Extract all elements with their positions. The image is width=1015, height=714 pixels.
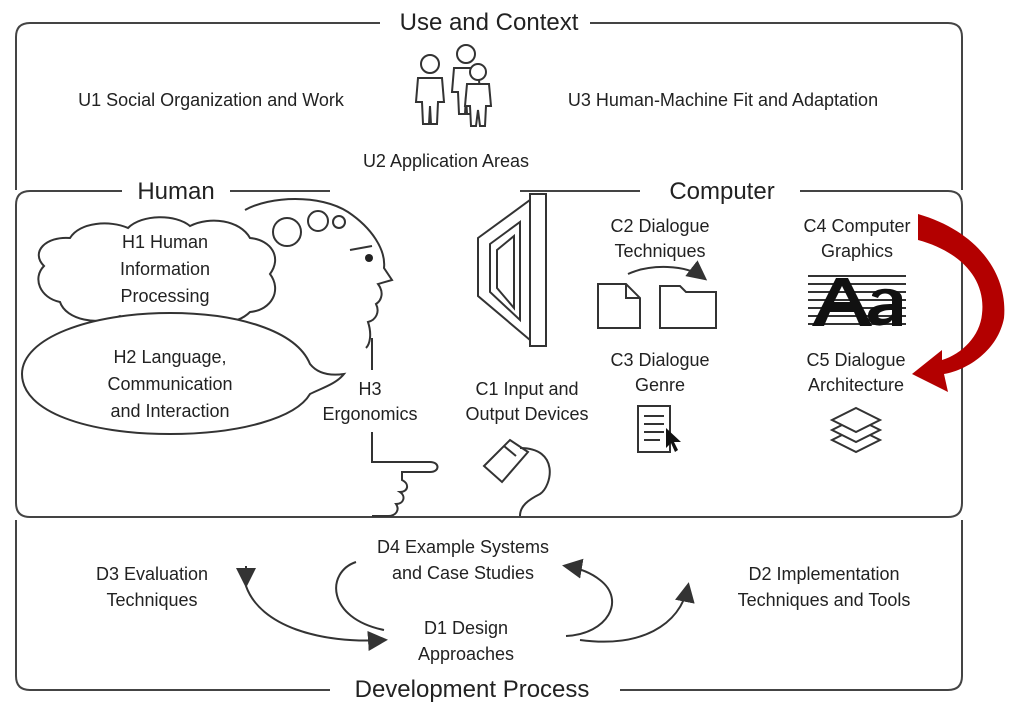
human-computer-frame xyxy=(15,190,963,518)
document-icon xyxy=(637,405,681,453)
use-context-frame xyxy=(15,22,963,190)
label-d1-line2: Approaches xyxy=(418,644,514,664)
label-c1-line1: C1 Input and xyxy=(475,379,578,399)
label-d1-line1: D1 Design xyxy=(424,618,508,638)
mouse-icon xyxy=(482,438,551,517)
arrow-d3-to-d1 xyxy=(245,585,388,651)
layers-icon xyxy=(829,406,883,454)
label-d4-line2: and Case Studies xyxy=(392,563,534,583)
h1-cloud xyxy=(37,216,277,326)
section-title-development: Development Process xyxy=(355,676,590,703)
label-h3-line1: H3 xyxy=(358,379,381,399)
people-icon xyxy=(414,44,493,127)
label-u1: U1 Social Organization and Work xyxy=(78,90,345,110)
label-c1-line2: Output Devices xyxy=(465,404,588,424)
label-c5-line2: Architecture xyxy=(808,375,904,395)
label-h1-line3: Processing xyxy=(120,286,209,306)
label-c4-line2: Graphics xyxy=(821,241,893,261)
label-c2-line2: Techniques xyxy=(614,241,705,261)
graphics-icon xyxy=(808,275,906,326)
hand-icon xyxy=(371,338,439,517)
label-d2-line1: D2 Implementation xyxy=(748,564,899,584)
label-c3-line1: C3 Dialogue xyxy=(610,350,709,370)
section-title-use: Use and Context xyxy=(400,9,579,36)
label-c2-line1: C2 Dialogue xyxy=(610,216,709,236)
label-c3-line2: Genre xyxy=(635,375,685,395)
label-h2-line2: Communication xyxy=(107,374,232,394)
label-h3-line2: Ergonomics xyxy=(322,404,417,424)
label-h1-line2: Information xyxy=(120,259,210,279)
label-h2-line1: H2 Language, xyxy=(113,347,226,367)
label-d3-line2: Techniques xyxy=(106,590,197,610)
label-h2-line3: and Interaction xyxy=(110,401,229,421)
label-c4-line1: C4 Computer xyxy=(803,216,910,236)
monitor-icon xyxy=(477,193,547,347)
label-u2: U2 Application Areas xyxy=(363,151,529,171)
label-d2-line2: Techniques and Tools xyxy=(738,590,911,610)
section-title-human: Human xyxy=(137,178,214,205)
highlight-arrow xyxy=(912,214,1005,392)
arrow-d1-to-d4 xyxy=(335,561,385,631)
section-title-computer: Computer xyxy=(669,178,774,205)
label-h1-line1: H1 Human xyxy=(122,232,208,252)
files-icon xyxy=(597,260,717,329)
label-c5-line1: C5 Dialogue xyxy=(806,350,905,370)
label-d3-line1: D3 Evaluation xyxy=(96,564,208,584)
head-icon xyxy=(244,198,394,349)
development-frame xyxy=(15,520,963,691)
h2-speech-bubble xyxy=(20,311,347,436)
development-cycle-arrows xyxy=(236,558,695,651)
arrow-d1-to-d2 xyxy=(579,582,695,643)
label-u3: U3 Human-Machine Fit and Adaptation xyxy=(568,90,878,110)
label-d4-line1: D4 Example Systems xyxy=(377,537,549,557)
arrow-d1-to-d4-right xyxy=(562,558,613,637)
